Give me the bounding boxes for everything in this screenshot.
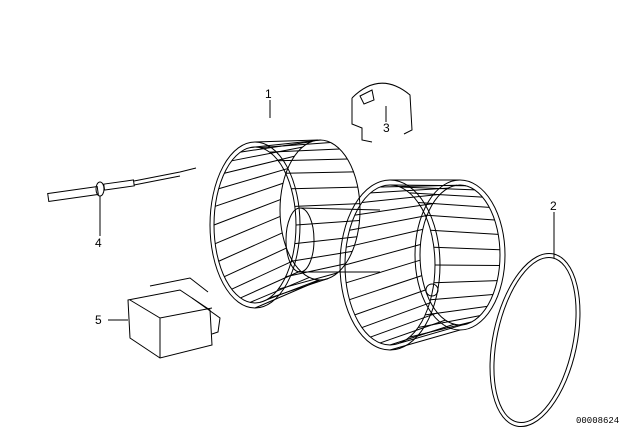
fan-blade bbox=[389, 184, 466, 187]
sealing-ring-drawing bbox=[489, 252, 581, 428]
fan-blade bbox=[399, 324, 464, 344]
fan-blade bbox=[285, 171, 354, 174]
resistor-module-drawing bbox=[127, 277, 221, 359]
fan-blade bbox=[259, 142, 331, 149]
fan-blade bbox=[249, 276, 310, 303]
fan-blade bbox=[218, 168, 288, 190]
fan-blade bbox=[433, 280, 498, 284]
fan-blade bbox=[285, 263, 346, 278]
fan-blade bbox=[231, 146, 303, 162]
fan-blade bbox=[354, 203, 433, 216]
fan-blade bbox=[291, 250, 353, 262]
fan-blade bbox=[409, 321, 472, 338]
fan-blade bbox=[425, 214, 495, 221]
fan-blade bbox=[349, 275, 422, 301]
fan-blade bbox=[259, 279, 320, 303]
fan-blade bbox=[433, 246, 500, 251]
fan-blade bbox=[354, 289, 426, 316]
fan-blade bbox=[295, 219, 360, 226]
fan-blade bbox=[418, 201, 490, 208]
fan-blade bbox=[370, 312, 438, 338]
fan-blade bbox=[349, 215, 428, 231]
fan-blade bbox=[370, 187, 449, 194]
callout-2: 2 bbox=[550, 199, 557, 213]
temperature-sensor-drawing bbox=[47, 167, 197, 203]
catalog-number: 00008624 bbox=[576, 416, 620, 426]
callout-1: 1 bbox=[265, 87, 272, 101]
fan-blade bbox=[231, 260, 293, 290]
fan-blade bbox=[345, 259, 421, 284]
fan-blade bbox=[294, 203, 360, 207]
fan-blade bbox=[346, 228, 423, 248]
fan-blade bbox=[361, 193, 441, 203]
fan-blade bbox=[250, 139, 322, 149]
fan-blade bbox=[379, 319, 446, 344]
fan-blade bbox=[291, 186, 358, 190]
fan-blade bbox=[269, 148, 340, 153]
fan-blade bbox=[278, 158, 348, 162]
right-fan-wheel bbox=[339, 179, 506, 351]
callout-3: 3 bbox=[383, 121, 390, 135]
callout-5: 5 bbox=[95, 313, 102, 327]
fan-blade bbox=[240, 270, 301, 299]
fan-blade bbox=[361, 302, 431, 329]
retaining-clamp-drawing bbox=[351, 82, 413, 143]
fan-blade bbox=[214, 215, 281, 245]
fan-blade bbox=[215, 182, 284, 207]
fan-blade bbox=[399, 186, 475, 191]
fan-blade bbox=[389, 323, 455, 346]
callout-4: 4 bbox=[95, 236, 102, 250]
left-fan-wheel bbox=[209, 139, 361, 309]
fan-blade bbox=[213, 199, 281, 226]
fan-blade bbox=[344, 244, 421, 266]
fan-blade bbox=[409, 192, 483, 198]
fan-blade bbox=[218, 232, 283, 262]
fan-blade bbox=[294, 236, 358, 245]
fan-blade bbox=[430, 229, 499, 235]
fan-blade bbox=[224, 155, 295, 174]
fan-blade bbox=[430, 293, 494, 301]
fan-blade bbox=[224, 247, 287, 278]
